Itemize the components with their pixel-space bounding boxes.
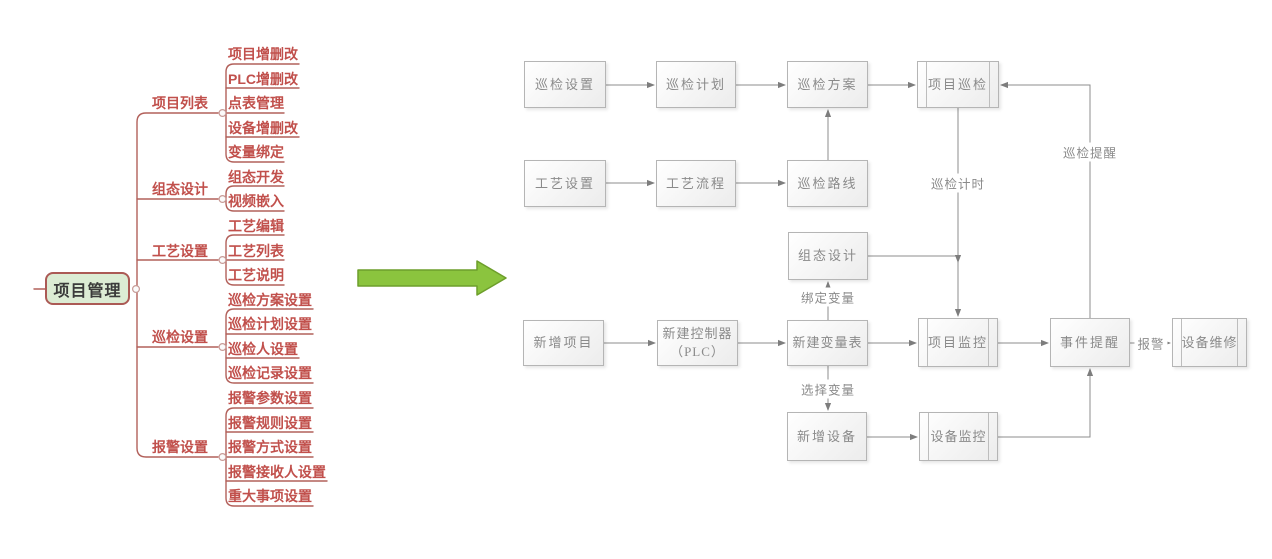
- mindmap-leaf: 设备增删改: [228, 120, 298, 136]
- flow-node-equipment-monitor: 设备监控: [919, 412, 998, 461]
- flow-node-new-variable-table: 新建变量表: [787, 320, 868, 366]
- mindmap-leaf: 工艺说明: [228, 267, 284, 283]
- flow-node-process-flow: 工艺流程: [656, 160, 736, 207]
- mindmap-leaf: 工艺编辑: [228, 218, 284, 234]
- mindmap-leaf: 工艺列表: [228, 243, 284, 259]
- mindmap-branch-inspection-setting: 巡检设置: [152, 329, 208, 345]
- mindmap-leaf: 巡检记录设置: [228, 365, 312, 381]
- edge-label-inspection-timing: 巡检计时: [927, 173, 989, 193]
- flow-node-process-settings: 工艺设置: [524, 160, 606, 207]
- mindmap-branch-project-list: 项目列表: [152, 95, 208, 111]
- flow-node-config-design: 组态设计: [788, 232, 868, 280]
- flow-node-inspection-plan: 巡检计划: [656, 61, 736, 108]
- mindmap-leaf: 报警接收人设置: [228, 464, 326, 480]
- mindmap-branch-alarm-setting: 报警设置: [152, 439, 208, 455]
- mindmap-leaf: 巡检方案设置: [228, 292, 312, 308]
- flow-node-inspection-route: 巡检路线: [787, 160, 868, 207]
- flow-node-inspection-settings: 巡检设置: [524, 61, 606, 108]
- mindmap-leaf: 报警方式设置: [228, 439, 312, 455]
- mindmap-leaf: 报警参数设置: [228, 390, 312, 406]
- flow-node-equipment-repair: 设备维修: [1172, 318, 1247, 367]
- flow-node-new-project: 新增项目: [523, 320, 604, 366]
- mindmap-branch-process-setting: 工艺设置: [152, 243, 208, 259]
- flow-node-project-monitor: 项目监控: [918, 318, 998, 367]
- mindmap-leaf: 组态开发: [228, 169, 284, 185]
- mindmap-leaf: 巡检人设置: [228, 341, 298, 357]
- flow-node-event-reminder: 事件提醒: [1050, 318, 1130, 367]
- mindmap-leaf: 报警规则设置: [228, 415, 312, 431]
- flow-node-new-plc-controller: 新建控制器 （PLC）: [657, 320, 738, 366]
- mindmap-leaf: 重大事项设置: [228, 488, 312, 504]
- flow-node-inspection-scheme: 巡检方案: [787, 61, 868, 108]
- mindmap-leaf: 点表管理: [228, 95, 284, 111]
- edge-label-alarm: 报警: [1134, 333, 1168, 353]
- mindmap-leaf: 视频嵌入: [228, 193, 284, 209]
- flow-node-project-inspection: 项目巡检: [917, 61, 999, 108]
- green-transition-arrow-icon: [357, 260, 507, 296]
- mindmap-leaf: 项目增删改: [228, 46, 298, 62]
- mindmap-branch-config-design: 组态设计: [152, 181, 208, 197]
- edge-label-inspection-reminder: 巡检提醒: [1059, 142, 1121, 162]
- mindmap-leaf: PLC增删改: [228, 71, 298, 87]
- collapse-handle-dots: [132, 108, 227, 462]
- mindmap-root-node: 项目管理: [45, 272, 130, 305]
- flow-node-new-equipment: 新增设备: [787, 412, 867, 461]
- edge-label-select-variable: 选择变量: [797, 379, 859, 399]
- flowchart-connectors: [604, 81, 1171, 441]
- mindmap-leaf: 巡检计划设置: [228, 316, 312, 332]
- mindmap-leaf: 变量绑定: [228, 144, 284, 160]
- edge-label-bind-variable: 绑定变量: [797, 287, 859, 307]
